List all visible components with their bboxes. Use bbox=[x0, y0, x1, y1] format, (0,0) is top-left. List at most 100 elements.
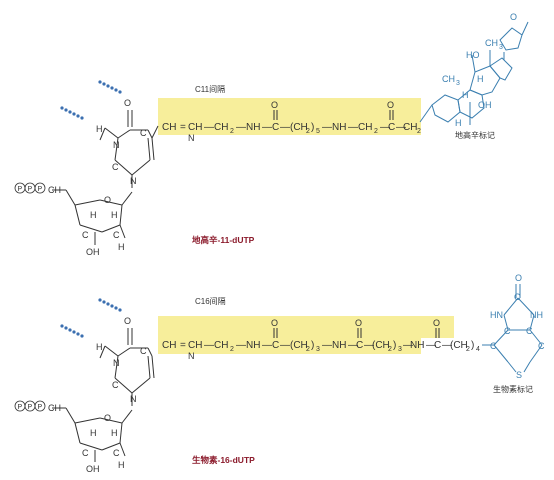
steroid-ch3-sub: 3 bbox=[499, 44, 503, 51]
atom-c: C bbox=[112, 380, 119, 390]
phosphate-p: P bbox=[38, 404, 43, 411]
chain-ch2-group: (CH bbox=[290, 340, 308, 351]
steroid-ch3: CH bbox=[442, 74, 455, 84]
carbonyl-o: O bbox=[271, 100, 278, 110]
sugar-oh: OH bbox=[86, 464, 100, 474]
sugar-ch2: CH bbox=[48, 403, 61, 413]
chain-bond: — bbox=[280, 340, 290, 351]
compound-title: 地高辛-11-dUTP bbox=[192, 235, 255, 245]
phosphate-p: P bbox=[18, 186, 23, 193]
sugar-h: H bbox=[118, 242, 125, 252]
chain-paren: ) bbox=[311, 340, 314, 351]
sugar-h: H bbox=[90, 428, 97, 438]
carbonyl-o: O bbox=[355, 318, 362, 328]
chain-ch: CH bbox=[188, 340, 202, 351]
sugar-c: C bbox=[113, 230, 120, 240]
chain-bond: — bbox=[204, 122, 214, 133]
chain-bond: — bbox=[204, 340, 214, 351]
spacer-label: C11间隔 bbox=[195, 85, 225, 94]
biotin-c: C bbox=[538, 341, 545, 351]
chain-sub: 4 bbox=[476, 346, 480, 353]
chain-n: N bbox=[188, 133, 195, 143]
biotin-c: C bbox=[504, 326, 511, 336]
chain-ch2: CH bbox=[358, 122, 372, 133]
atom-n: N bbox=[130, 176, 137, 186]
sugar-c: C bbox=[82, 448, 89, 458]
atom-h: H bbox=[96, 124, 103, 134]
atom-h: H bbox=[96, 342, 103, 352]
chain-ch: CH bbox=[162, 340, 176, 351]
chain-double-bond: = bbox=[180, 340, 186, 351]
chain-bond: — bbox=[396, 122, 406, 133]
uracil-ring bbox=[99, 328, 155, 406]
chain-double-bond: = bbox=[180, 122, 186, 133]
biotin-structure bbox=[482, 284, 543, 373]
biotin-s: S bbox=[516, 370, 522, 380]
chain-ch2-group: (CH bbox=[372, 340, 390, 351]
steroid-h: H bbox=[477, 74, 484, 84]
chain-nh: NH bbox=[246, 122, 260, 133]
chain-sub: 2 bbox=[417, 128, 421, 135]
chain-bond: — bbox=[426, 340, 436, 351]
chain-sub: 2 bbox=[230, 128, 234, 135]
chain-n: N bbox=[188, 351, 195, 361]
atom-c: C bbox=[140, 346, 147, 356]
biotin-nh: NH bbox=[530, 310, 543, 320]
chain-c: C bbox=[388, 122, 395, 133]
hbond-dots-upper bbox=[98, 80, 122, 94]
spacer-highlight bbox=[158, 98, 421, 135]
chain-sub: 2 bbox=[466, 346, 470, 353]
atom-n: N bbox=[113, 140, 120, 150]
chain-bond: — bbox=[380, 122, 390, 133]
hbond-dots-upper bbox=[98, 298, 122, 312]
chain-sub: 5 bbox=[316, 128, 320, 135]
bottom-molecule: C16间隔 O H N C N C CH = CH — bbox=[14, 273, 545, 474]
atom-o: O bbox=[124, 98, 131, 108]
bottom-carbonyls bbox=[273, 328, 440, 338]
sugar-h: H bbox=[111, 428, 118, 438]
biotin-c: C bbox=[490, 341, 497, 351]
spacer-highlight-cap bbox=[421, 316, 454, 338]
chain-paren: ) bbox=[471, 340, 474, 351]
steroid-oh: OH bbox=[478, 100, 492, 110]
chain-ch: CH bbox=[162, 122, 176, 133]
atom-c: C bbox=[112, 162, 119, 172]
atom-n: N bbox=[113, 358, 120, 368]
chain-nh: NH bbox=[246, 340, 260, 351]
chain-bond: — bbox=[322, 340, 332, 351]
chain-sub: 2 bbox=[306, 346, 310, 353]
chain-nh: NH bbox=[332, 122, 346, 133]
chain-paren: ) bbox=[311, 122, 314, 133]
sugar-oh: OH bbox=[86, 247, 100, 257]
chain-c: C bbox=[356, 340, 363, 351]
chain-bond: — bbox=[236, 122, 246, 133]
top-sugar bbox=[52, 189, 133, 245]
chain-nh: NH bbox=[332, 340, 346, 351]
steroid-oh: HO bbox=[466, 50, 480, 60]
chain-sub: 3 bbox=[398, 346, 402, 353]
sugar-c: C bbox=[82, 230, 89, 240]
carbonyl-o: O bbox=[433, 318, 440, 328]
chain-ch2-group: (CH bbox=[450, 340, 468, 351]
uracil-ring bbox=[99, 110, 159, 188]
steroid-ch3: CH bbox=[485, 38, 498, 48]
chain-bond: — bbox=[262, 340, 272, 351]
atom-c: C bbox=[140, 128, 147, 138]
chain-ch: CH bbox=[188, 122, 202, 133]
chain-sub: 3 bbox=[316, 346, 320, 353]
phosphate-p: P bbox=[28, 186, 33, 193]
chain-sub: 2 bbox=[374, 128, 378, 135]
hbond-dots-lower bbox=[60, 106, 84, 120]
chain-bond: — bbox=[262, 122, 272, 133]
carbonyl-o: O bbox=[387, 100, 394, 110]
sugar-o: O bbox=[104, 413, 111, 423]
sugar-h: H bbox=[90, 210, 97, 220]
chain-c: C bbox=[272, 340, 279, 351]
top-chain: CH = CH — CH 2 — NH — C — (CH 2 ) 5 — NH… bbox=[162, 122, 421, 135]
chain-bond: — bbox=[280, 122, 290, 133]
chain-bond: — bbox=[322, 122, 332, 133]
phosphate-p: P bbox=[18, 404, 23, 411]
biotin-c: C bbox=[514, 292, 521, 302]
bottom-sugar bbox=[52, 407, 133, 462]
